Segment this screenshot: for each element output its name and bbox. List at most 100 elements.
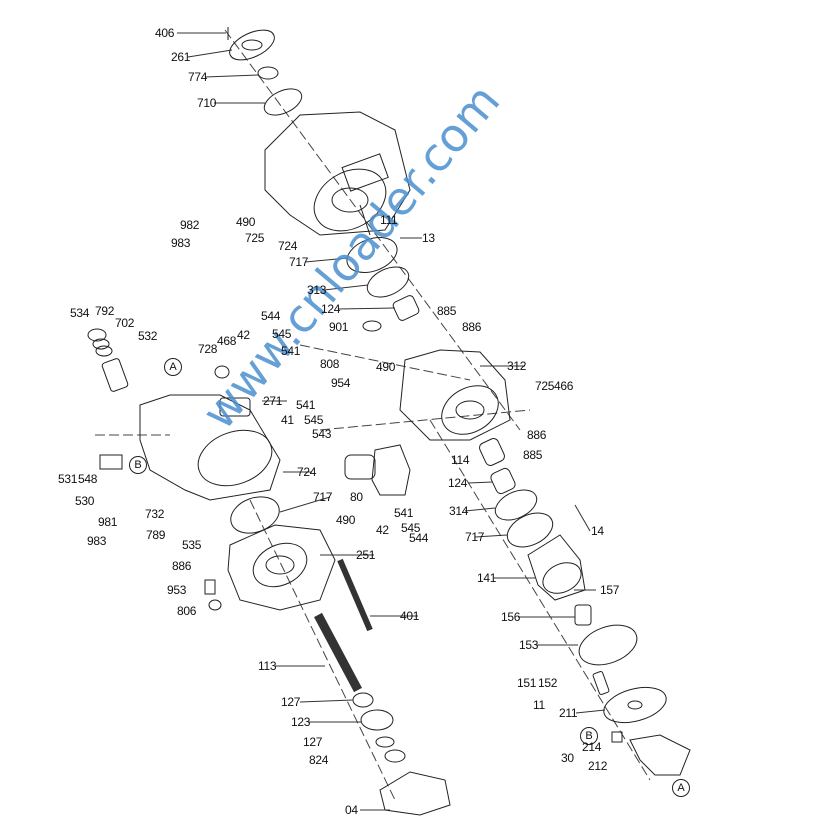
part-label: 541: [281, 344, 301, 358]
control-valve-532: [87, 328, 129, 392]
part-label: 124: [448, 476, 468, 490]
part-label: 774: [188, 70, 208, 84]
swash-plate-212: [629, 734, 691, 776]
part-label: 717: [465, 530, 485, 544]
part-label: 127: [303, 735, 323, 749]
part-label: 886: [462, 320, 482, 334]
part-label: 806: [177, 604, 197, 618]
part-label: 251: [356, 548, 376, 562]
part-label: 314: [449, 504, 469, 518]
part-label: 981: [98, 515, 118, 529]
bearing-123: [360, 709, 394, 731]
callout-a: A: [672, 779, 690, 797]
part-label: 113: [258, 659, 277, 673]
part-label: 530: [75, 494, 95, 508]
plug-468: [214, 365, 230, 379]
part-label: 789: [146, 528, 166, 542]
cover-parts: [227, 27, 303, 116]
sleeve-114: [479, 438, 505, 466]
part-label: 13: [422, 231, 435, 245]
part-label: 312: [507, 359, 527, 373]
part-label: 710: [197, 96, 217, 110]
part-label: 111: [380, 213, 398, 227]
part-label: 152: [538, 676, 558, 690]
part-label: 42: [237, 328, 250, 342]
plug-953: [204, 579, 216, 595]
part-label: 548: [78, 472, 98, 486]
part-label: 214: [582, 740, 602, 754]
part-label: 544: [261, 309, 281, 323]
regulator-80: [344, 444, 411, 496]
part-label: 982: [180, 218, 200, 232]
part-label: 532: [138, 329, 158, 343]
part-label: 725: [535, 379, 555, 393]
part-label: 954: [331, 376, 351, 390]
piston-151: [592, 671, 610, 695]
part-label: 313: [307, 283, 327, 297]
ring-127: [352, 692, 374, 708]
callout-b: B: [580, 727, 598, 745]
part-label: 261: [171, 50, 191, 64]
part-label: 41: [281, 413, 294, 427]
end-cover-251: [227, 524, 336, 611]
part-label: 153: [519, 638, 539, 652]
part-label: 30: [561, 751, 574, 765]
part-label: 983: [87, 534, 107, 548]
part-label: 728: [198, 342, 218, 356]
part-label: 534: [70, 306, 90, 320]
shaft-401: [337, 558, 373, 632]
part-label: 886: [172, 559, 192, 573]
part-label: 824: [309, 753, 329, 767]
part-label: 14: [591, 524, 604, 538]
part-label: 541: [296, 398, 316, 412]
nut-806: [208, 599, 222, 611]
retainer-plate-153: [578, 624, 638, 666]
part-label: 544: [409, 531, 429, 545]
part-label: 212: [588, 759, 608, 773]
part-label: 80: [350, 490, 363, 504]
part-label: 725: [245, 231, 265, 245]
part-label: 211: [559, 706, 578, 720]
seal-824: [384, 749, 406, 763]
assembly-axis-lines: [95, 29, 651, 801]
shoe-plate-211: [603, 686, 667, 724]
part-label: 531: [58, 472, 78, 486]
part-label: 885: [523, 448, 543, 462]
part-label: 156: [501, 610, 521, 624]
part-label: 808: [320, 357, 340, 371]
part-label: 792: [95, 304, 115, 318]
cover-04: [379, 771, 451, 816]
leader-lines: [177, 32, 606, 811]
part-label: 04: [345, 803, 358, 817]
part-label: 717: [289, 255, 309, 269]
valve-block-312: [399, 349, 511, 441]
part-label: 123: [291, 715, 311, 729]
drive-shaft-113: [314, 612, 362, 693]
part-label: 543: [312, 427, 332, 441]
o-ring-717b: [230, 496, 280, 534]
part-label: 901: [329, 320, 349, 334]
part-label: 983: [171, 236, 191, 250]
eye-bolt-901: [362, 320, 382, 332]
o-ring-717: [346, 237, 398, 273]
valve-plate-314: [494, 489, 538, 521]
part-label: 141: [477, 571, 497, 585]
part-label: 490: [236, 215, 256, 229]
part-label: 157: [600, 583, 620, 597]
part-label: 702: [115, 316, 135, 330]
o-ring-717c: [506, 512, 554, 548]
part-label: 535: [182, 538, 202, 552]
part-label: 11: [533, 698, 545, 712]
part-label: 124: [321, 302, 341, 316]
valve-plate-313: [366, 266, 410, 298]
pump-casing-271: [139, 394, 281, 501]
part-label: 545: [304, 413, 324, 427]
bearing-124: [392, 295, 420, 321]
part-label: 724: [278, 239, 298, 253]
callout-a: A: [164, 358, 182, 376]
part-label: 468: [217, 334, 237, 348]
ring-127b: [375, 736, 395, 748]
part-label: 717: [313, 490, 333, 504]
part-label: 545: [401, 521, 421, 535]
